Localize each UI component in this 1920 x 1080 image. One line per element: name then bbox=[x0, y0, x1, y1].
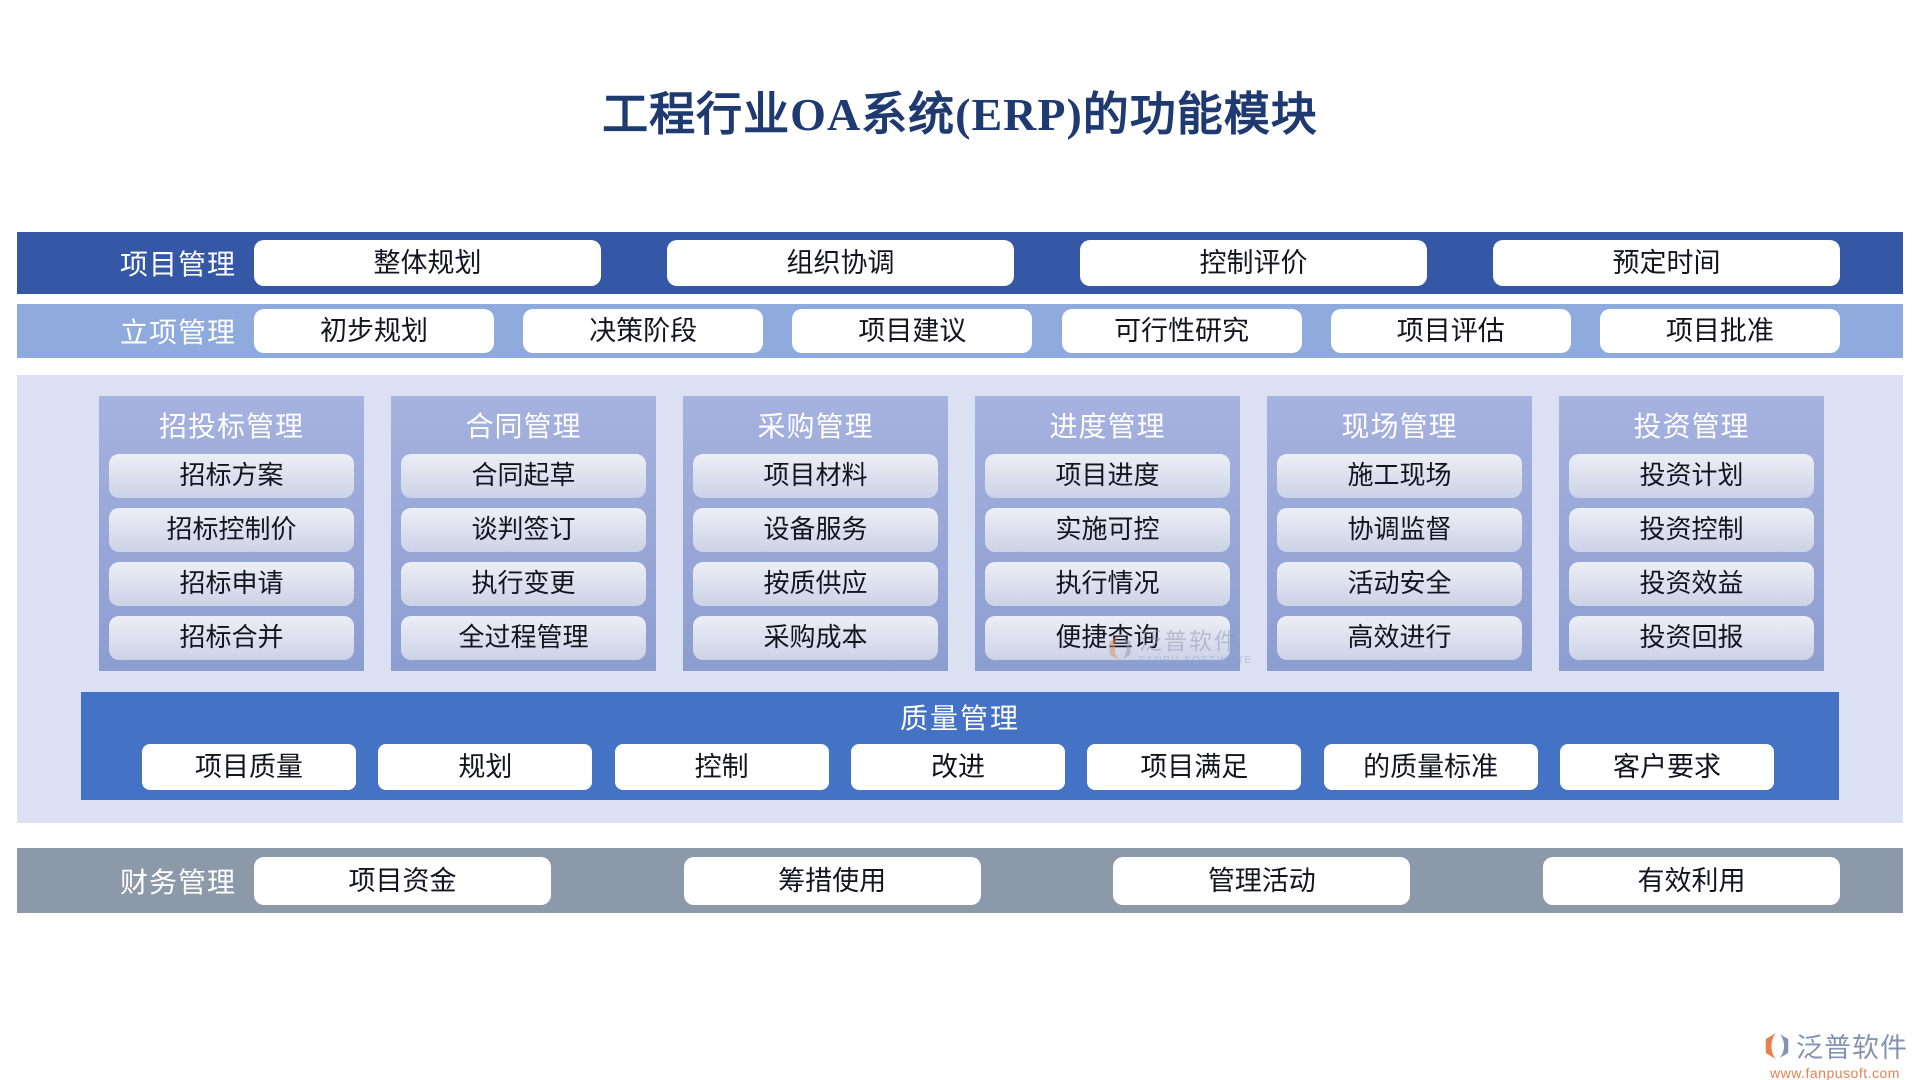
module-item: 招标方案 bbox=[109, 454, 354, 498]
card-item-list: 施工现场协调监督活动安全高效进行 bbox=[1277, 454, 1522, 660]
module-chip: 控制评价 bbox=[1080, 240, 1427, 286]
quality-title: 质量管理 bbox=[899, 704, 1020, 735]
fanpu-watermark-subtitle: FANPU SOFTWARE bbox=[1139, 655, 1253, 666]
project-chip-row: 整体规划 组织协调 控制评价 预定时间 bbox=[254, 240, 1840, 286]
brand-url: www.fanpusoft.com bbox=[1770, 1065, 1900, 1080]
card-header: 采购管理 bbox=[757, 412, 874, 443]
initiation-management-band: 立项管理 初步规划决策阶段项目建议可行性研究项目评估项目批准 bbox=[17, 304, 1903, 358]
card-header: 合同管理 bbox=[465, 412, 582, 443]
module-item: 采购成本 bbox=[693, 616, 938, 660]
module-chip: 组织协调 bbox=[667, 240, 1014, 286]
module-chip: 的质量标准 bbox=[1323, 744, 1538, 790]
fanpu-brand: 泛普软件 www.fanpusoft.com bbox=[1762, 1026, 1908, 1080]
module-item: 投资回报 bbox=[1569, 616, 1814, 660]
module-card: 采购管理 项目材料设备服务按质供应采购成本 bbox=[683, 396, 948, 671]
module-chip: 项目满足 bbox=[1087, 744, 1302, 790]
module-card: 投资管理 投资计划投资控制投资效益投资回报 bbox=[1559, 396, 1824, 671]
module-item: 投资控制 bbox=[1569, 508, 1814, 552]
module-chip: 筹措使用 bbox=[683, 856, 981, 905]
module-chip: 规划 bbox=[378, 744, 593, 790]
module-item: 按质供应 bbox=[693, 562, 938, 606]
module-card: 进度管理 项目进度实施可控执行情况便捷查询 bbox=[975, 396, 1240, 671]
module-item: 施工现场 bbox=[1277, 454, 1522, 498]
module-item: 执行变更 bbox=[401, 562, 646, 606]
card-header: 招投标管理 bbox=[158, 412, 304, 443]
module-chip: 项目质量 bbox=[142, 744, 356, 790]
module-chip: 改进 bbox=[850, 744, 1065, 790]
module-matrix: 招投标管理 招标方案招标控制价招标申请招标合并 合同管理 合同起草谈判签订执行变… bbox=[17, 375, 1903, 823]
finance-management-band: 财务管理 项目资金 筹措使用 管理活动 有效利用 bbox=[17, 848, 1903, 913]
finance-chip-row: 项目资金 筹措使用 管理活动 有效利用 bbox=[254, 856, 1840, 905]
module-chip: 初步规划 bbox=[254, 309, 494, 353]
card-item-list: 投资计划投资控制投资效益投资回报 bbox=[1569, 454, 1814, 660]
card-item-list: 招标方案招标控制价招标申请招标合并 bbox=[109, 454, 354, 660]
module-chip: 整体规划 bbox=[254, 240, 601, 286]
band-label-initiation: 立项管理 bbox=[119, 318, 236, 349]
quality-chip-row: 项目质量规划控制改进项目满足的质量标准客户要求 bbox=[81, 744, 1839, 790]
quality-management-band: 质量管理 项目质量规划控制改进项目满足的质量标准客户要求 bbox=[81, 692, 1839, 800]
module-item: 便捷查询 bbox=[985, 616, 1230, 660]
module-chip: 预定时间 bbox=[1493, 240, 1840, 286]
module-chip: 项目资金 bbox=[254, 856, 551, 905]
module-card: 招投标管理 招标方案招标控制价招标申请招标合并 bbox=[99, 396, 364, 671]
card-item-list: 项目进度实施可控执行情况便捷查询 bbox=[985, 454, 1230, 660]
module-chip: 有效利用 bbox=[1542, 856, 1840, 905]
module-item: 全过程管理 bbox=[401, 616, 646, 660]
module-item: 合同起草 bbox=[401, 454, 646, 498]
card-header: 进度管理 bbox=[1049, 412, 1166, 443]
module-item: 高效进行 bbox=[1277, 616, 1522, 660]
module-item: 协调监督 bbox=[1277, 508, 1522, 552]
module-item: 招标申请 bbox=[109, 562, 354, 606]
module-card: 现场管理 施工现场协调监督活动安全高效进行 bbox=[1267, 396, 1532, 671]
fanpu-watermark-name: 泛普软件 bbox=[1139, 629, 1239, 654]
fanpu-watermark-logo-icon bbox=[1106, 634, 1134, 662]
module-item: 活动安全 bbox=[1277, 562, 1522, 606]
initiation-chip-row: 初步规划决策阶段项目建议可行性研究项目评估项目批准 bbox=[254, 309, 1840, 353]
module-chip: 控制 bbox=[614, 744, 829, 790]
card-header: 现场管理 bbox=[1341, 412, 1458, 443]
module-chip: 项目建议 bbox=[792, 309, 1033, 353]
module-item: 项目材料 bbox=[693, 454, 938, 498]
fanpu-watermark: 泛普软件 FANPU SOFTWARE bbox=[1106, 630, 1252, 666]
module-item: 招标合并 bbox=[109, 616, 354, 660]
module-item: 招标控制价 bbox=[109, 508, 354, 552]
card-header: 投资管理 bbox=[1633, 412, 1750, 443]
band-label-project: 项目管理 bbox=[119, 250, 236, 281]
module-item: 实施可控 bbox=[985, 508, 1230, 552]
module-chip: 项目评估 bbox=[1330, 309, 1571, 353]
brand-name: 泛普软件 bbox=[1796, 1033, 1908, 1063]
module-item: 执行情况 bbox=[985, 562, 1230, 606]
project-management-band: 项目管理 整体规划 组织协调 控制评价 预定时间 bbox=[17, 232, 1903, 294]
column-row: 招投标管理 招标方案招标控制价招标申请招标合并 合同管理 合同起草谈判签订执行变… bbox=[99, 396, 1824, 671]
module-item: 设备服务 bbox=[693, 508, 938, 552]
page-title: 工程行业OA系统(ERP)的功能模块 bbox=[602, 89, 1318, 140]
card-item-list: 项目材料设备服务按质供应采购成本 bbox=[693, 454, 938, 660]
module-item: 投资效益 bbox=[1569, 562, 1814, 606]
module-item: 谈判签订 bbox=[401, 508, 646, 552]
band-label-finance: 财务管理 bbox=[119, 867, 236, 899]
card-item-list: 合同起草谈判签订执行变更全过程管理 bbox=[401, 454, 646, 660]
module-chip: 项目批准 bbox=[1599, 309, 1840, 353]
module-chip: 客户要求 bbox=[1559, 744, 1774, 790]
fanpu-logo-icon bbox=[1762, 1031, 1792, 1061]
module-card: 合同管理 合同起草谈判签订执行变更全过程管理 bbox=[391, 396, 656, 671]
module-chip: 管理活动 bbox=[1113, 856, 1411, 905]
module-chip: 决策阶段 bbox=[523, 309, 764, 353]
module-chip: 可行性研究 bbox=[1061, 309, 1302, 353]
module-item: 项目进度 bbox=[985, 454, 1230, 498]
module-item: 投资计划 bbox=[1569, 454, 1814, 498]
